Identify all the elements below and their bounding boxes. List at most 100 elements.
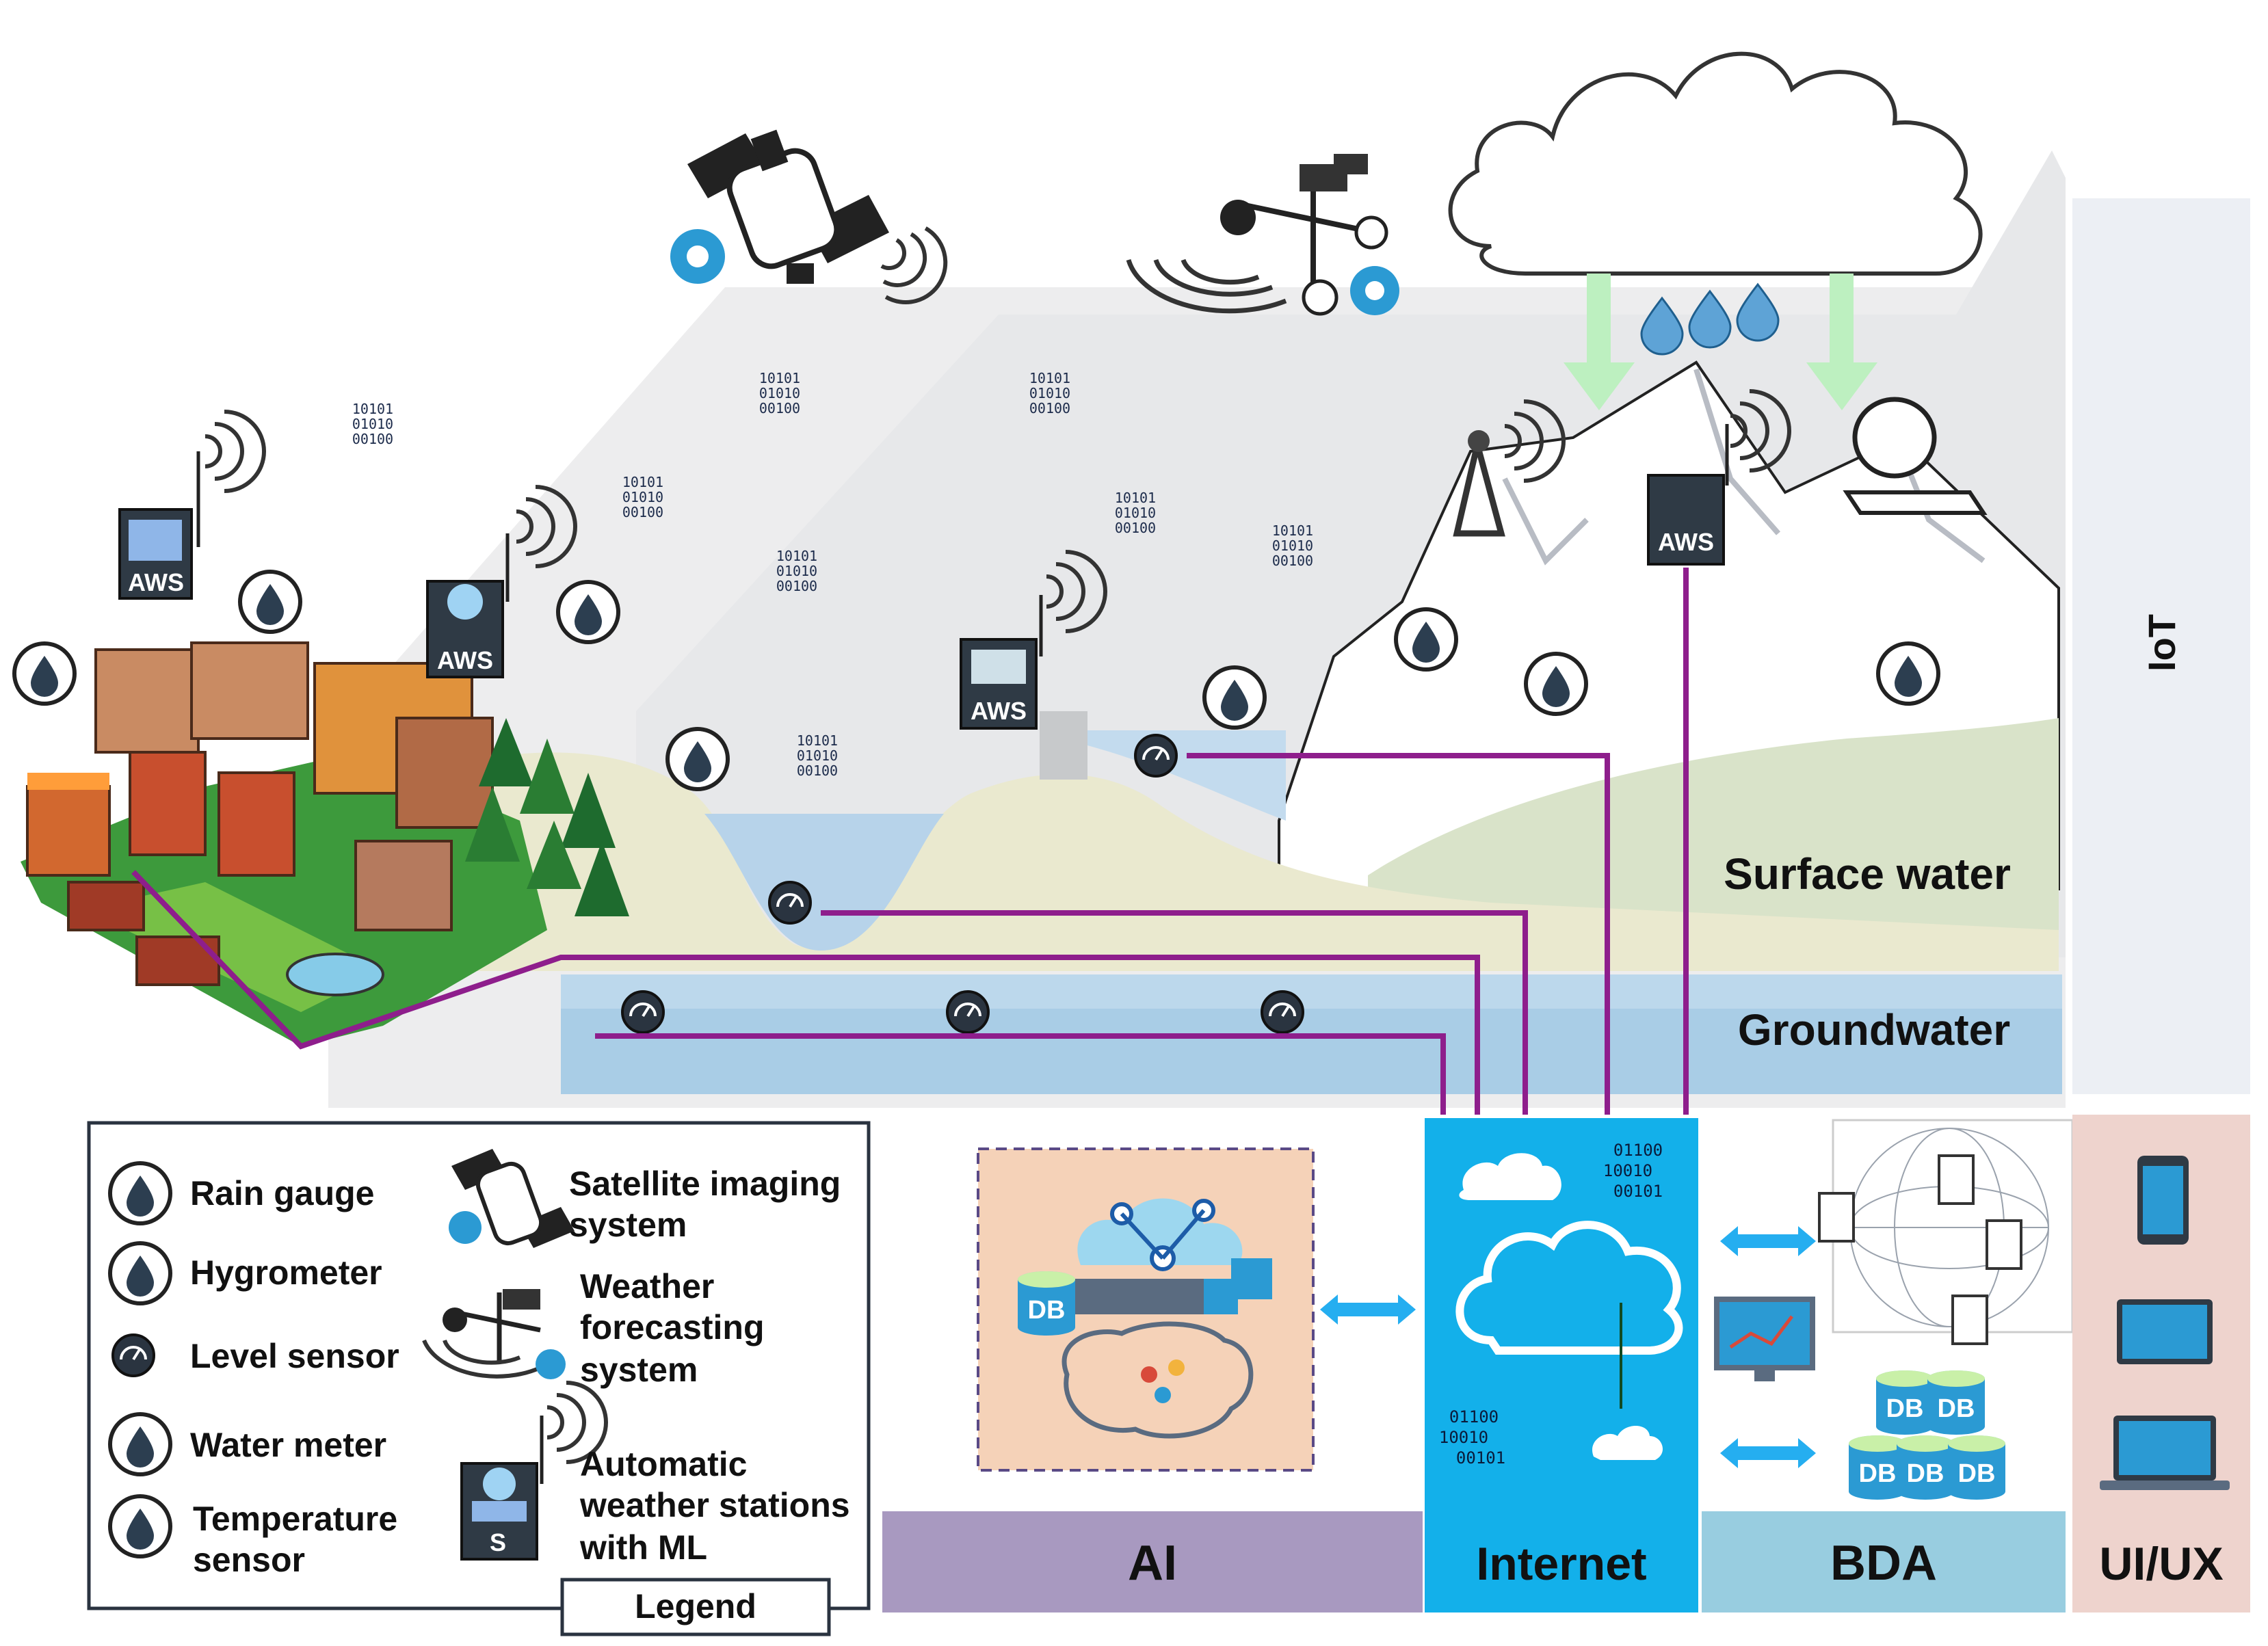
svg-text:10101: 10101 xyxy=(797,732,838,749)
svg-text:00100: 00100 xyxy=(1029,400,1070,416)
tablet-icon xyxy=(2117,1299,2213,1364)
internet-panel xyxy=(1425,1118,1698,1612)
binary-block: 10101 01010 00100 xyxy=(797,732,838,779)
svg-text:00100: 00100 xyxy=(352,431,393,447)
legend-satellite-icon xyxy=(449,1149,575,1248)
svg-text:00100: 00100 xyxy=(776,578,817,594)
legend-item-satellite: Satellite imaging xyxy=(569,1165,841,1203)
sand-hills xyxy=(383,752,2059,971)
surface-water-label: Surface water xyxy=(1724,849,2011,899)
binary-block: 10101 01010 00100 xyxy=(1272,522,1313,569)
legend-item-rain-gauge: Rain gauge xyxy=(190,1174,374,1212)
monitor-chart-icon xyxy=(1714,1297,1815,1381)
level-sensor-icon xyxy=(1261,990,1304,1034)
ai-label: AI xyxy=(1128,1536,1177,1591)
bda-bar xyxy=(1702,1511,2066,1612)
bda-arrow-bottom xyxy=(1720,1438,1816,1468)
level-sensor-icon xyxy=(111,1333,155,1377)
svg-text:10101: 10101 xyxy=(622,474,663,490)
svg-text:DB: DB xyxy=(1859,1459,1897,1488)
data-pipes xyxy=(131,568,1689,1115)
legend-item-hygrometer: Hygrometer xyxy=(190,1253,382,1292)
aws-station-mountain: AWS xyxy=(1647,391,1789,566)
legend-item-temperature-2: sensor xyxy=(193,1541,305,1579)
legend-item-temperature: Temperature xyxy=(193,1500,397,1538)
water-meter-icon xyxy=(110,1414,170,1474)
rain-arrow-left xyxy=(1564,274,1635,410)
binary-block: 01100 10010 00101 xyxy=(1603,1141,1663,1201)
legend-aws-ml-icon: S xyxy=(460,1383,606,1561)
rain-gauge-icon xyxy=(1526,654,1586,714)
legend-item-level-sensor: Level sensor xyxy=(190,1337,399,1375)
level-sensor-icon xyxy=(946,990,990,1034)
svg-text:01010: 01010 xyxy=(622,489,663,505)
db-icon: DB xyxy=(1018,1271,1075,1336)
ai-internet-arrow xyxy=(1320,1295,1416,1325)
svg-text:01010: 01010 xyxy=(759,385,800,401)
svg-text:10101: 10101 xyxy=(1115,490,1156,506)
svg-text:AWS: AWS xyxy=(437,646,493,674)
svg-text:00100: 00100 xyxy=(1115,520,1156,536)
svg-text:10010: 10010 xyxy=(1439,1428,1488,1447)
svg-text:10101: 10101 xyxy=(1272,522,1313,539)
svg-text:01010: 01010 xyxy=(352,416,393,432)
smartphone-icon xyxy=(2137,1156,2189,1245)
svg-text:01010: 01010 xyxy=(1272,537,1313,554)
svg-text:10101: 10101 xyxy=(759,370,800,386)
rain-gauge-icon xyxy=(1396,609,1456,669)
legend-item-water-meter: Water meter xyxy=(190,1426,386,1464)
level-sensor-icon xyxy=(1134,734,1178,778)
internet-label: Internet xyxy=(1476,1538,1646,1590)
satellite-dish-icon xyxy=(1843,397,1988,515)
svg-text:DB: DB xyxy=(1907,1459,1944,1488)
forest-illustration xyxy=(465,718,629,916)
binary-block: 10101 01010 00100 xyxy=(352,401,393,447)
svg-text:10101: 10101 xyxy=(776,548,817,564)
iot-panel xyxy=(2072,198,2250,1094)
svg-text:AWS: AWS xyxy=(128,568,184,596)
svg-text:DB: DB xyxy=(1958,1459,1996,1488)
iot-label: IoT xyxy=(2140,614,2183,672)
ai-network-icon xyxy=(1074,1198,1272,1314)
svg-text:00101: 00101 xyxy=(1456,1448,1505,1468)
svg-text:00100: 00100 xyxy=(1272,553,1313,569)
rain-gauge-icon xyxy=(110,1163,170,1223)
binary-block: 10101 01010 00100 xyxy=(776,548,817,594)
legend-item-aws-ml-3: with ML xyxy=(579,1528,707,1567)
uiux-label: UI/UX xyxy=(2099,1538,2223,1590)
aws-station-cloud: AWS xyxy=(426,487,575,678)
cloud-icon xyxy=(1455,1221,1683,1355)
temperature-sensor-icon xyxy=(110,1496,170,1556)
level-sensor-icon xyxy=(768,881,812,925)
binary-block: 10101 01010 00100 xyxy=(622,474,663,520)
rain-arrow-right xyxy=(1806,274,1877,410)
legend-item-weather: Weather xyxy=(580,1267,714,1305)
svg-text:DB: DB xyxy=(1886,1394,1924,1423)
svg-text:DB: DB xyxy=(1938,1394,1975,1423)
legend-item-satellite-2: system xyxy=(569,1206,687,1244)
svg-text:DB: DB xyxy=(1028,1296,1066,1325)
water-meter-icon xyxy=(14,643,75,704)
legend-item-weather-3: system xyxy=(580,1351,698,1389)
legend-item-aws-ml-2: weather stations xyxy=(579,1486,850,1524)
svg-text:01010: 01010 xyxy=(1115,505,1156,521)
svg-text:00100: 00100 xyxy=(759,400,800,416)
legend-title-box xyxy=(560,1578,831,1636)
level-sensor-icon xyxy=(621,990,665,1034)
bda-label: BDA xyxy=(1830,1536,1937,1591)
binary-block: 01100 10010 00101 xyxy=(1439,1407,1505,1468)
svg-text:S: S xyxy=(490,1528,506,1556)
satellite-icon xyxy=(687,129,960,317)
hygrometer-icon xyxy=(110,1243,170,1303)
hygrometer-icon xyxy=(1204,667,1265,728)
rain-gauge-icon xyxy=(1878,643,1938,704)
db-cluster-icon: DB DB DB DB DB xyxy=(1849,1370,2005,1500)
lake xyxy=(704,814,944,951)
binary-block: 10101 01010 00100 xyxy=(1115,490,1156,536)
svg-text:01010: 01010 xyxy=(1029,385,1070,401)
temperature-sensor-icon xyxy=(558,582,618,642)
legend-title: Legend xyxy=(635,1587,756,1625)
svg-text:01010: 01010 xyxy=(776,563,817,579)
